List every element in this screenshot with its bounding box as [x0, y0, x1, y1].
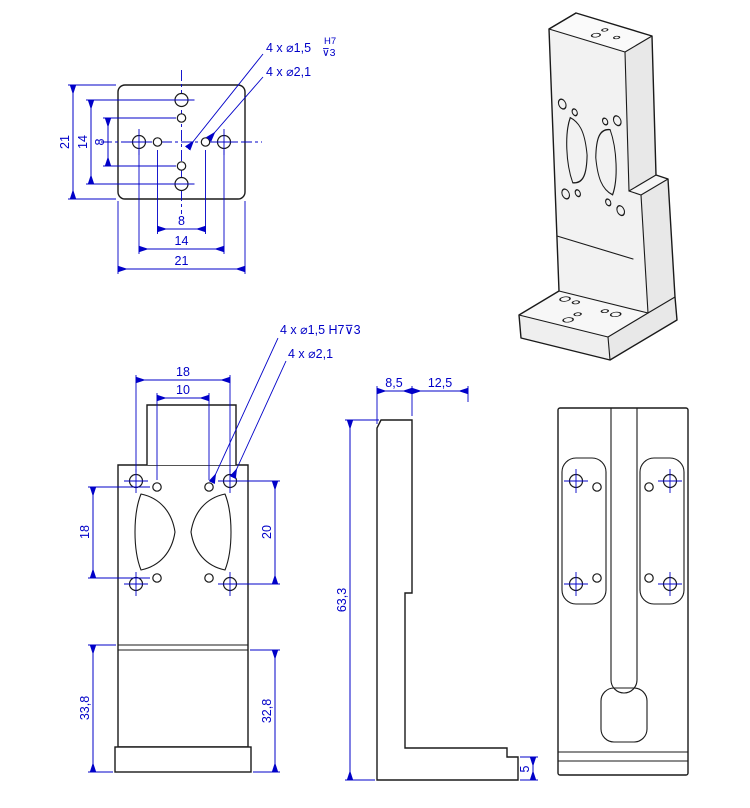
top-view-dim-21-horizontal: 21	[117, 201, 246, 274]
iso-silhouette	[518, 12, 678, 361]
side-view-dim-5: 5	[518, 756, 538, 781]
iso-base-details	[559, 296, 622, 323]
note-large-holes: 4 x ⌀2,1	[288, 347, 333, 361]
front-view-dim-18-vertical: 18	[78, 486, 150, 579]
note-small-holes: 4 x ⌀1,5 H7⊽3	[280, 323, 361, 337]
top-view-dim-14-horizontal: 14	[138, 150, 225, 254]
front-view-dim-33-8: 33,8	[78, 644, 116, 773]
front-view-hole-notes: 4 x ⌀1,5 H7⊽3 4 x ⌀2,1	[208, 323, 361, 485]
side-view-dim-8-5: 8,5	[376, 376, 413, 424]
rear-view-boss-right	[639, 457, 685, 605]
front-view-pocket-left	[134, 493, 176, 571]
iso-face-details	[557, 98, 626, 217]
note-small-holes: 4 x ⌀1,5	[266, 41, 311, 55]
top-view-dim-21-vertical: 21	[58, 84, 116, 200]
top-view-hole-notes: 4 x ⌀1,5 H7 ⊽3 4 x ⌀2,1	[184, 36, 336, 151]
dim-label: 63,3	[335, 588, 349, 612]
dim-label: 8	[93, 138, 107, 145]
front-view-pocket-right	[190, 493, 232, 571]
note-large-holes: 4 x ⌀2,1	[266, 65, 311, 79]
front-view-dim-18-horizontal: 18	[135, 365, 231, 472]
iso-top-face-details	[590, 28, 621, 40]
dim-label: 18	[176, 365, 190, 379]
side-view-dim-12-5: 12,5	[411, 376, 469, 402]
front-view-dim-10-horizontal: 10	[156, 383, 210, 480]
rear-view-channel	[600, 408, 648, 743]
top-view-dim-14-vertical: 14	[76, 99, 173, 185]
front-view-dim-32-8: 32,8	[250, 649, 280, 773]
rear-view-boss-left	[561, 457, 607, 605]
side-view: 8,5 12,5 63,3 5	[335, 376, 538, 781]
side-view-outline	[376, 419, 519, 781]
rear-view-large-holes	[564, 469, 682, 596]
top-view-dim-8-horizontal: 8	[156, 150, 207, 234]
dim-label: 12,5	[428, 376, 452, 390]
dim-label: 21	[58, 135, 72, 149]
dim-label: 20	[260, 525, 274, 539]
front-view-small-holes	[152, 482, 214, 583]
isometric-view	[518, 12, 678, 361]
dim-label: 5	[518, 765, 532, 772]
note-small-holes-tolerance: H7	[324, 36, 336, 47]
dim-label: 32,8	[260, 699, 274, 723]
front-view: 18 10 4 x ⌀1,5 H7⊽3 4 x ⌀2,1 18 33,8	[78, 323, 361, 773]
top-view-dim-8-vertical: 8	[93, 117, 176, 167]
dim-label: 33,8	[78, 696, 92, 720]
front-view-tongue-outline	[146, 404, 237, 465]
note-small-holes-depth: ⊽3	[322, 47, 336, 59]
dim-label: 14	[175, 234, 189, 248]
front-view-dim-20-vertical: 20	[238, 480, 280, 585]
side-view-dim-63-3: 63,3	[335, 419, 379, 781]
top-view: 21 14 8 8 14	[58, 36, 336, 274]
dim-label: 21	[175, 254, 189, 268]
rear-view-small-holes	[592, 482, 654, 583]
rear-view-outline	[557, 407, 689, 776]
dim-label: 18	[78, 525, 92, 539]
dim-label: 10	[176, 383, 190, 397]
dim-label: 8	[178, 214, 185, 228]
dim-label: 14	[76, 135, 90, 149]
dim-label: 8,5	[385, 376, 402, 390]
front-view-base-outline	[114, 746, 252, 773]
rear-view	[557, 407, 689, 776]
